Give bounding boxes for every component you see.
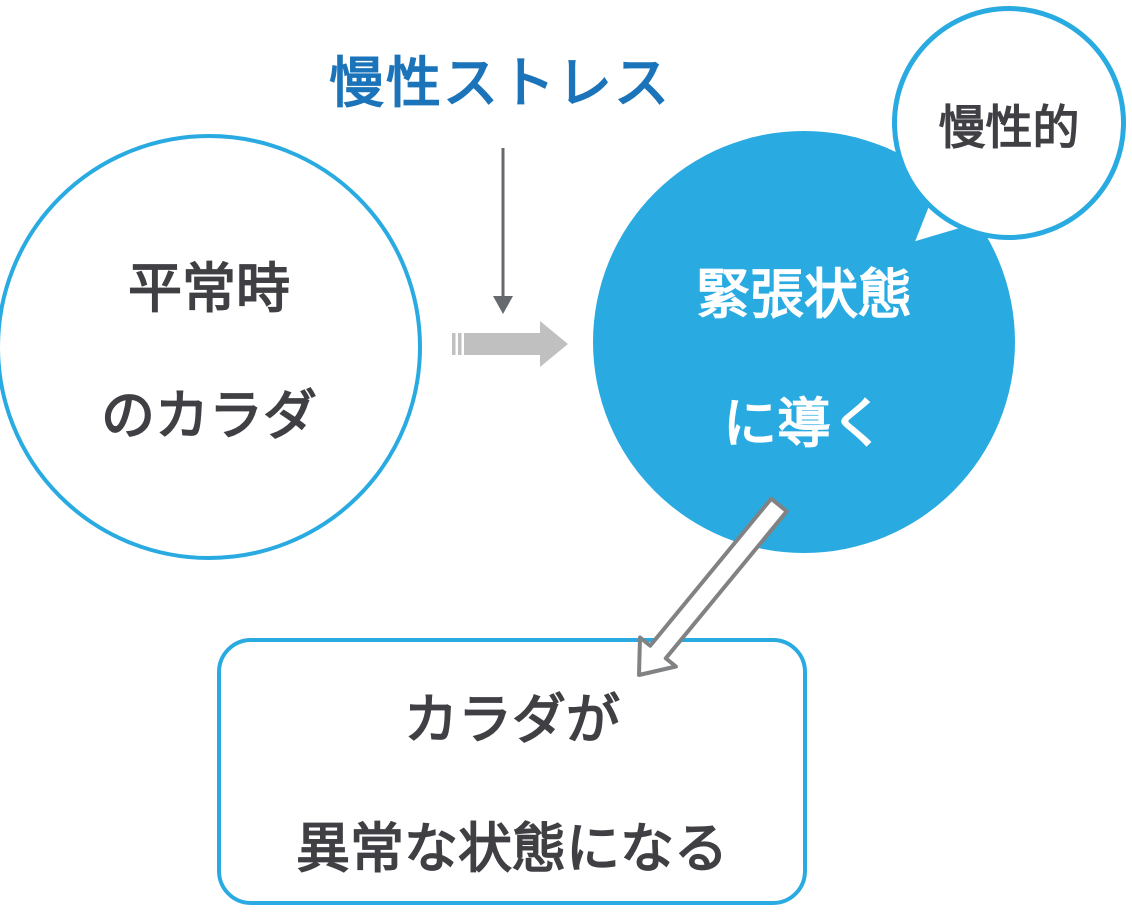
chronic-bubble-label: 慢性的 xyxy=(938,100,1080,154)
right-arrow-icon xyxy=(452,321,568,367)
normal-body-circle: 平常時 のカラダ xyxy=(0,134,422,560)
diagram-title: 慢性ストレス xyxy=(328,52,671,114)
chronic-speech-bubble: 慢性的 xyxy=(892,6,1126,240)
normal-body-line1: 平常時 xyxy=(128,259,290,319)
tension-line1: 緊張状態 xyxy=(696,265,912,325)
normal-body-line2: のカラダ xyxy=(101,386,317,446)
down-arrow-icon xyxy=(493,148,513,314)
abnormal-state-box: カラダが 異常な状態になる xyxy=(217,638,807,905)
result-line2: 異常な状態になる xyxy=(296,818,728,879)
result-line1: カラダが xyxy=(404,689,620,750)
tension-line2: に導く xyxy=(723,394,885,454)
